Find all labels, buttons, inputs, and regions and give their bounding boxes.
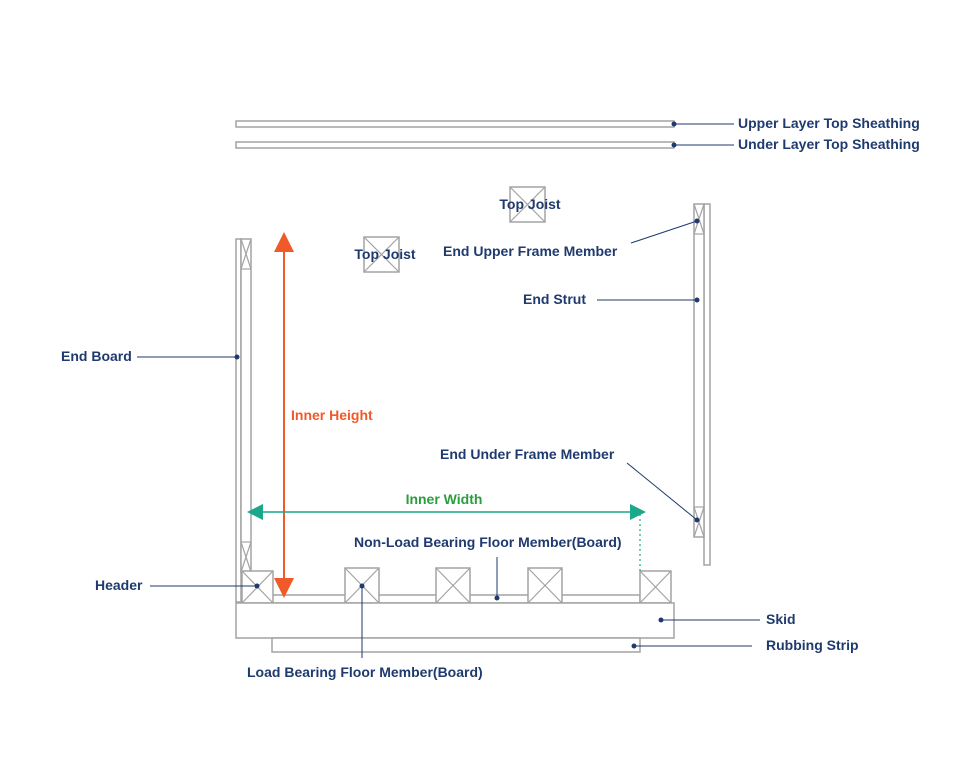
leader-upper-layer-top-sheathing bbox=[671, 121, 734, 127]
label-header: Header bbox=[95, 577, 143, 593]
label-top-joist-right: Top Joist bbox=[499, 196, 561, 212]
label-under-layer-top-sheathing: Under Layer Top Sheathing bbox=[738, 136, 920, 152]
load-bearing-floor-member-3 bbox=[527, 567, 563, 604]
end-upper-frame-member-right bbox=[693, 203, 705, 235]
end-upper-frame-member-left bbox=[240, 238, 252, 270]
leader-under-layer-top-sheathing bbox=[671, 142, 734, 148]
rubbing-strip-part bbox=[271, 637, 641, 653]
leader-end-board bbox=[137, 354, 240, 360]
leader-rubbing-strip bbox=[631, 643, 752, 649]
leader-skid bbox=[658, 617, 760, 623]
end-under-frame-member-right bbox=[693, 506, 705, 538]
label-end-upper-frame-member: End Upper Frame Member bbox=[443, 243, 618, 259]
skid-part bbox=[235, 602, 675, 639]
leader-non-load-bearing-floor-member bbox=[494, 557, 500, 601]
leader-end-under-frame-member bbox=[626, 462, 700, 523]
under-layer-top-sheathing bbox=[235, 141, 675, 149]
label-end-strut: End Strut bbox=[523, 291, 586, 307]
label-skid: Skid bbox=[766, 611, 796, 627]
leader-end-strut bbox=[597, 297, 700, 303]
label-end-under-frame-member: End Under Frame Member bbox=[440, 446, 615, 462]
load-bearing-floor-member-2 bbox=[435, 567, 471, 604]
label-rubbing-strip: Rubbing Strip bbox=[766, 637, 859, 653]
top-joist-right-part bbox=[509, 186, 546, 223]
end-under-frame-member-left bbox=[240, 541, 252, 573]
end-board-right-part bbox=[703, 203, 711, 566]
label-upper-layer-top-sheathing: Upper Layer Top Sheathing bbox=[738, 115, 920, 131]
leader-header bbox=[150, 583, 260, 589]
top-joist-left-part bbox=[363, 236, 400, 273]
leader-load-bearing-floor-member bbox=[359, 583, 365, 658]
end-strut-part bbox=[693, 203, 705, 538]
label-top-joist-left: Top Joist bbox=[354, 246, 416, 262]
label-load-bearing-floor-member: Load Bearing Floor Member(Board) bbox=[247, 664, 483, 680]
label-non-load-bearing-floor-member: Non-Load Bearing Floor Member(Board) bbox=[354, 534, 622, 550]
label-inner-height: Inner Height bbox=[291, 407, 373, 423]
load-bearing-floor-member-4 bbox=[639, 570, 672, 604]
end-frame-left bbox=[240, 238, 252, 573]
upper-layer-top-sheathing bbox=[235, 120, 675, 128]
label-inner-width: Inner Width bbox=[406, 491, 483, 507]
leader-end-upper-frame-member bbox=[630, 218, 700, 244]
label-end-board: End Board bbox=[61, 348, 132, 364]
